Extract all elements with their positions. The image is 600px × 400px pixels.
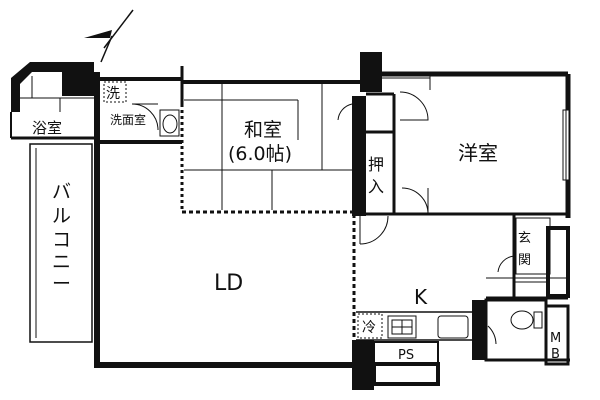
youshitsu-room: [382, 74, 568, 216]
label-mb-1: M: [550, 331, 561, 346]
sink-icon: [437, 315, 469, 339]
washitsu-room: [180, 84, 366, 216]
outer-walls: [94, 52, 571, 390]
label-washroom: 洗面室: [110, 112, 146, 127]
label-washer: 洗: [106, 86, 120, 102]
label-washitsu: 和室: [244, 119, 282, 141]
washbasin-icon: [159, 109, 180, 137]
oshiire-closet: [356, 92, 396, 216]
label-balcony-char: ル: [52, 205, 71, 227]
label-oshiire-1: 押: [368, 155, 384, 174]
kitchen-area: [352, 214, 474, 386]
label-entrance-2: 関: [518, 253, 531, 268]
label-fridge: 冷: [362, 320, 376, 336]
entrance-area: [484, 214, 570, 366]
label-washitsu-size: (6.0帖): [228, 143, 292, 165]
label-entrance-1: 玄: [518, 231, 531, 246]
label-mb-2: B: [551, 347, 560, 362]
stove-icon: [387, 315, 417, 339]
label-balcony-char: バ: [52, 181, 71, 203]
balcony: [29, 143, 93, 343]
label-balcony-char: ニ: [52, 251, 71, 273]
label-oshiire-2: 入: [368, 177, 384, 196]
bath-room: [10, 62, 96, 140]
label-balcony-char: コ: [52, 229, 71, 251]
label-balcony-char: ー: [52, 273, 71, 295]
toilet-icon: [510, 310, 543, 330]
north-arrow-icon: [84, 9, 134, 63]
label-ps: PS: [398, 348, 414, 363]
washroom: [94, 66, 184, 144]
label-balcony: バ ル コ ニ ー: [52, 181, 71, 295]
label-bath: 浴室: [32, 119, 62, 137]
label-kitchen: K: [414, 285, 428, 309]
label-youshitsu: 洋室: [458, 141, 498, 165]
label-ld: LD: [214, 271, 243, 296]
